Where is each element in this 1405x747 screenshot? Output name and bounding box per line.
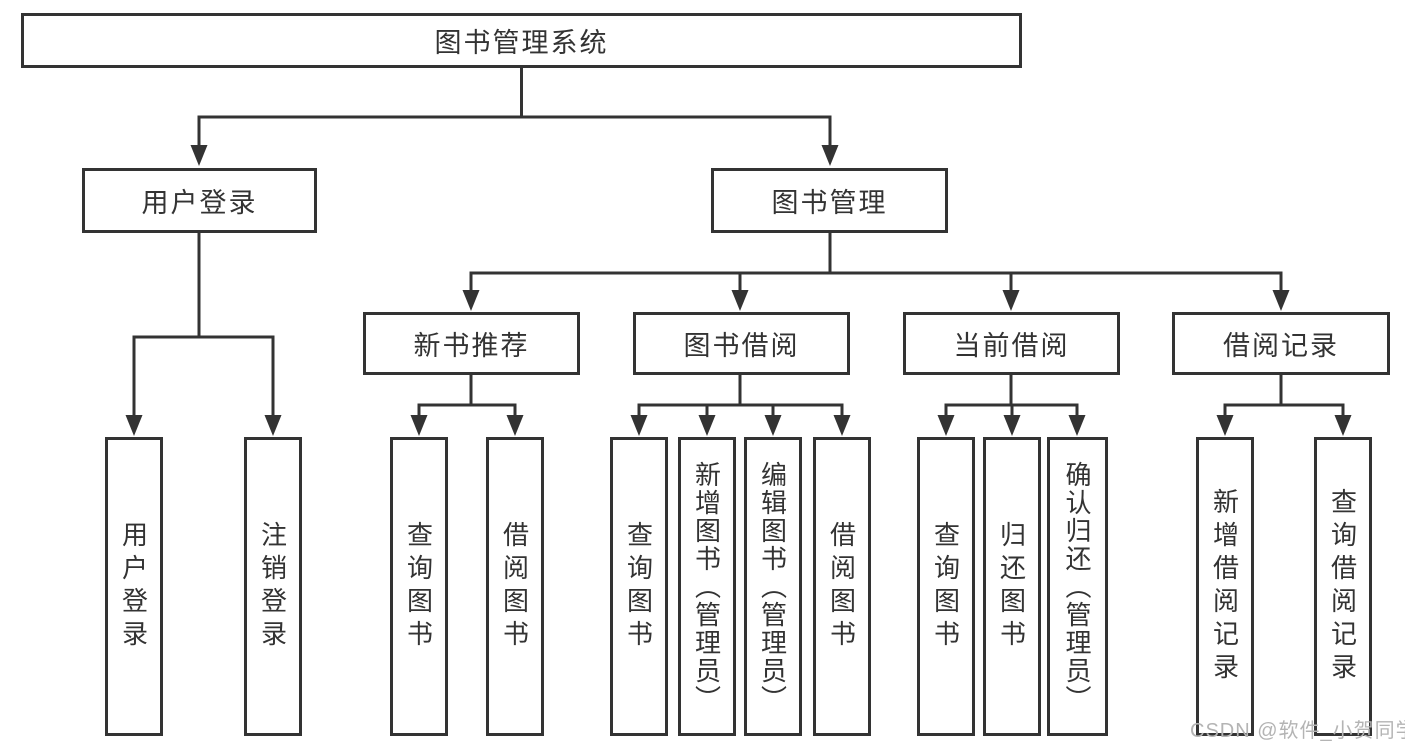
node-borrow-record: 借阅记录 bbox=[1172, 312, 1390, 375]
node-root: 图书管理系统 bbox=[21, 13, 1022, 68]
leaf-return-book-label: 归还图书 bbox=[996, 520, 1027, 653]
leaf-user-login-label: 用户登录 bbox=[118, 520, 149, 653]
arrowhead bbox=[833, 415, 851, 436]
leaf-query-book-3: 查询图书 bbox=[917, 437, 975, 736]
node-root-label: 图书管理系统 bbox=[434, 28, 609, 58]
arrowhead bbox=[821, 145, 839, 166]
arrowhead bbox=[630, 415, 648, 436]
leaf-query-borrow-record-label: 查询借阅记录 bbox=[1327, 487, 1358, 686]
leaf-borrow-book-1: 借阅图书 bbox=[486, 437, 544, 736]
arrowhead bbox=[731, 290, 749, 311]
arrowhead bbox=[698, 415, 716, 436]
leaf-borrow-book-1-label: 借阅图书 bbox=[499, 520, 530, 653]
node-current-borrow: 当前借阅 bbox=[903, 312, 1120, 375]
leaf-query-borrow-record: 查询借阅记录 bbox=[1314, 437, 1372, 736]
arrowhead bbox=[1272, 290, 1290, 311]
arrowhead bbox=[1003, 415, 1021, 436]
arrowhead bbox=[1216, 415, 1234, 436]
leaf-borrow-book-2: 借阅图书 bbox=[813, 437, 871, 736]
arrowhead bbox=[937, 415, 955, 436]
leaf-return-book: 归还图书 bbox=[983, 437, 1041, 736]
leaf-query-book-1-label: 查询图书 bbox=[403, 520, 434, 653]
node-user-login-label: 用户登录 bbox=[141, 188, 258, 218]
leaf-add-borrow-record: 新增借阅记录 bbox=[1196, 437, 1254, 736]
node-current-borrow-label: 当前借阅 bbox=[953, 331, 1070, 361]
leaf-user-login: 用户登录 bbox=[105, 437, 163, 736]
watermark: CSDN @软件_小贺同学 bbox=[1190, 720, 1405, 742]
connector-lines bbox=[132, 66, 1345, 419]
leaf-query-book-3-label: 查询图书 bbox=[930, 520, 961, 653]
leaf-confirm-return-admin: 确认归还（管理员） bbox=[1047, 437, 1108, 736]
leaf-edit-book-admin-label: 编辑图书（管理员） bbox=[757, 460, 788, 713]
leaf-edit-book-admin: 编辑图书（管理员） bbox=[744, 437, 802, 736]
leaf-logout-label: 注销登录 bbox=[257, 520, 288, 653]
arrowhead bbox=[764, 415, 782, 436]
node-new-book-recommend-label: 新书推荐 bbox=[413, 331, 530, 361]
node-new-book-recommend: 新书推荐 bbox=[363, 312, 580, 375]
leaf-query-book-2-label: 查询图书 bbox=[623, 520, 654, 653]
arrowhead bbox=[462, 290, 480, 311]
node-book-management: 图书管理 bbox=[711, 168, 948, 233]
leaf-confirm-return-admin-label: 确认归还（管理员） bbox=[1062, 460, 1092, 713]
node-book-borrow: 图书借阅 bbox=[633, 312, 850, 375]
leaf-add-borrow-record-label: 新增借阅记录 bbox=[1209, 487, 1240, 686]
leaf-borrow-book-2-label: 借阅图书 bbox=[826, 520, 857, 653]
arrowhead bbox=[1002, 290, 1020, 311]
arrowheads bbox=[125, 145, 1352, 436]
node-user-login: 用户登录 bbox=[82, 168, 317, 233]
arrowhead bbox=[1334, 415, 1352, 436]
leaf-add-book-admin: 新增图书（管理员） bbox=[678, 437, 736, 736]
arrowhead bbox=[1068, 415, 1086, 436]
arrowhead bbox=[264, 415, 282, 436]
leaf-add-book-admin-label: 新增图书（管理员） bbox=[691, 460, 722, 713]
node-book-borrow-label: 图书借阅 bbox=[683, 331, 800, 361]
leaf-logout: 注销登录 bbox=[244, 437, 302, 736]
arrowhead bbox=[190, 145, 208, 166]
leaf-query-book-1: 查询图书 bbox=[390, 437, 448, 736]
arrowhead bbox=[125, 415, 143, 436]
arrowhead bbox=[506, 415, 524, 436]
arrowhead bbox=[410, 415, 428, 436]
node-borrow-record-label: 借阅记录 bbox=[1223, 331, 1339, 361]
node-book-management-label: 图书管理 bbox=[771, 188, 888, 218]
leaf-query-book-2: 查询图书 bbox=[610, 437, 668, 736]
